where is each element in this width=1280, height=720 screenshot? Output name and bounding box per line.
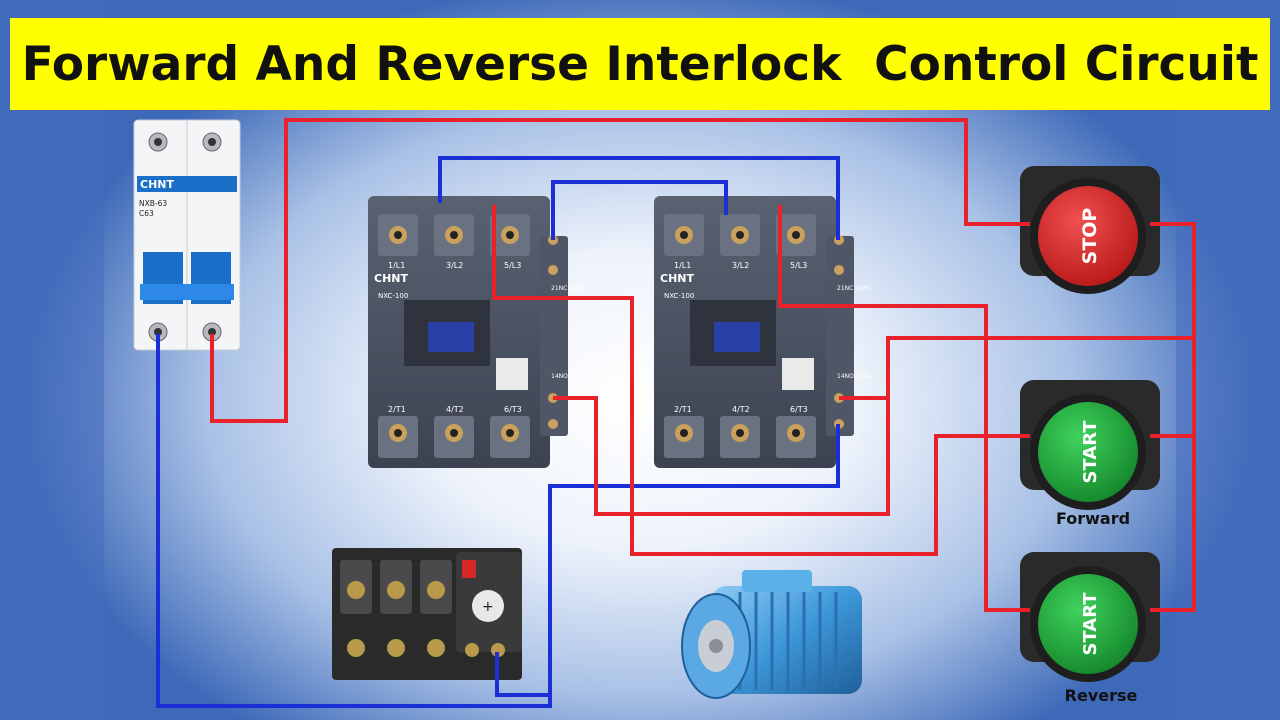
stop-push-button[interactable]: STOP <box>1020 166 1160 294</box>
c1-term-t2: 4/T2 <box>446 405 464 414</box>
red-wire-forward-start-to-c1 <box>492 205 1030 556</box>
c1-aux-nc: 21NC 22NC <box>551 285 586 292</box>
c2-brand: CHNT <box>660 272 694 285</box>
red-wire-stop-to-bus <box>1150 222 1196 612</box>
c1-term-l3: 5/L3 <box>504 261 521 270</box>
circuit-breaker: CHNT NXB-63 C63 <box>133 119 241 351</box>
start-reverse-label: START <box>1080 592 1101 656</box>
c2-term-t3: 6/T3 <box>790 405 808 414</box>
start-forward-label: START <box>1080 420 1101 484</box>
breaker-rating: C63 <box>139 209 154 218</box>
c1-term-l2: 3/L2 <box>446 261 463 270</box>
blue-wire-contactor-top-link <box>438 156 840 240</box>
blue-wire-contactor-cross <box>551 180 728 240</box>
c2-term-t2: 4/T2 <box>732 405 750 414</box>
diagram-title: Forward And Reverse Interlock Control Ci… <box>21 36 1259 92</box>
c1-term-l1: 1/L1 <box>388 261 405 270</box>
c2-term-l3: 5/L3 <box>790 261 807 270</box>
wiring <box>156 118 1196 708</box>
c1-brand: CHNT <box>374 272 408 285</box>
stop-button-label: STOP <box>1079 208 1101 265</box>
electric-motor <box>681 570 862 699</box>
c2-term-t1: 2/T1 <box>674 405 692 414</box>
breaker-model: NXB-63 <box>139 199 167 208</box>
c2-term-l1: 1/L1 <box>674 261 691 270</box>
c2-aux-no: 14NO 22NC <box>837 373 872 380</box>
svg-text:+: + <box>482 599 494 615</box>
blue-wire-relay-to-contactors <box>495 486 552 697</box>
red-wire-bus-to-forward <box>553 336 1194 516</box>
c1-term-t1: 2/T1 <box>388 405 406 414</box>
contactor-forward: 1/L1 3/L2 5/L3 CHNT NXC-100 2/T1 4/T2 6/… <box>368 196 586 468</box>
red-wire-breaker-to-stop <box>210 118 1030 423</box>
breaker-brand: CHNT <box>140 178 174 191</box>
title-banner: Forward And Reverse Interlock Control Ci… <box>10 18 1270 110</box>
c2-term-l2: 3/L2 <box>732 261 749 270</box>
start-forward-cap[interactable] <box>1038 402 1138 502</box>
start-forward-push-button[interactable]: START <box>1020 380 1160 510</box>
c2-model: NXC-100 <box>664 292 694 300</box>
forward-caption: Forward <box>1056 509 1130 528</box>
c1-model: NXC-100 <box>378 292 408 300</box>
c1-aux-no: 14NO 22NC <box>551 373 586 380</box>
reverse-caption: Reverse <box>1065 686 1138 705</box>
red-wire-reverse-start-to-c2 <box>778 205 1030 612</box>
stop-button-cap[interactable] <box>1038 186 1138 286</box>
c1-term-t3: 6/T3 <box>504 405 522 414</box>
start-reverse-push-button[interactable]: START <box>1020 552 1160 682</box>
overload-relay: + <box>332 548 522 680</box>
c2-aux-nc: 21NC 22NC <box>837 285 872 292</box>
contactor-reverse: 1/L1 3/L2 5/L3 CHNT NXC-100 2/T1 4/T2 6/… <box>654 196 872 468</box>
start-reverse-cap[interactable] <box>1038 574 1138 674</box>
